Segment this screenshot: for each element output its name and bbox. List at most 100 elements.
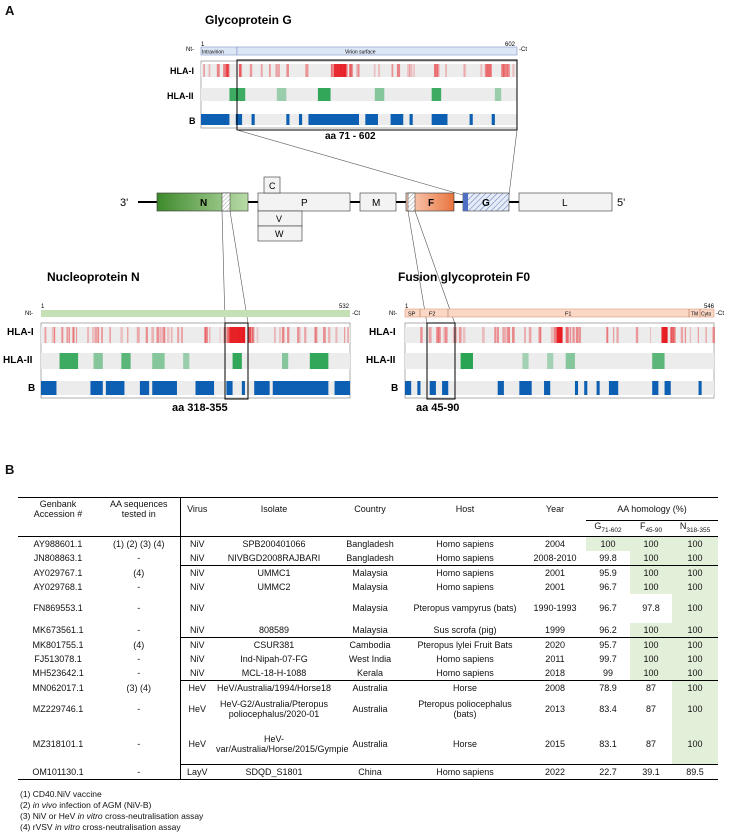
cell-country: Bangladesh <box>346 552 394 563</box>
cell-n: 100 <box>672 723 719 765</box>
hla1-epitope-band <box>463 64 467 77</box>
hla1-epitope-band <box>559 327 563 343</box>
hla1-epitope-band <box>508 327 510 343</box>
hla1-epitope-band <box>68 327 70 343</box>
cell-g: 99 <box>602 667 613 678</box>
hla1-epitope-band <box>612 327 615 343</box>
cell-f: 87 <box>645 704 656 715</box>
cell-virus: HeV <box>179 723 214 765</box>
gene-f-hatched-region <box>407 192 416 212</box>
hla1-epitope-band <box>344 327 346 343</box>
cell-n: 100 <box>672 651 719 666</box>
cell-country: Malaysia <box>352 581 388 592</box>
hla1-epitope-band <box>396 64 401 77</box>
hla1-epitope-band <box>282 327 285 343</box>
glyco-title: Glycoprotein G <box>205 13 292 27</box>
hla1-epitope-band <box>444 327 448 343</box>
hla1-epitope-band <box>616 327 619 343</box>
cell-f: 100 <box>630 579 672 594</box>
hla1-epitope-band <box>239 64 242 77</box>
hla1-epitope-band <box>159 327 162 343</box>
cell-n: 100 <box>672 679 719 695</box>
glyco-region-box <box>236 59 518 131</box>
hla1-epitope-band <box>238 64 243 77</box>
cell-acc: MK801755.1 <box>32 639 84 650</box>
cell-n: 100 <box>672 550 719 566</box>
cell-year: 2008 <box>524 679 586 695</box>
hla1-epitope-band <box>501 64 508 77</box>
gene-c-label: C <box>269 181 276 191</box>
hla1-epitope-band <box>485 64 492 77</box>
bcell-epitope-band <box>429 381 436 395</box>
footnote-1: (1) CD40.NiV vaccine <box>20 789 102 799</box>
hla1-epitope-band <box>250 327 254 343</box>
hla1-epitope-band <box>508 327 510 343</box>
hla1-epitope-band <box>436 327 439 343</box>
hla1-epitope-band <box>225 64 229 77</box>
cell-isolate <box>214 594 334 623</box>
hla1-epitope-band <box>459 327 461 343</box>
gene-v-label: V <box>276 214 282 224</box>
gene-n-label: N <box>200 198 207 209</box>
hla1-epitope-band <box>462 327 466 343</box>
nucleo-domain-bar <box>41 310 350 317</box>
cell-tested: - <box>137 581 141 592</box>
hla1-epitope-band <box>161 327 165 343</box>
hla1-epitope-band <box>672 327 675 343</box>
cell-f: 100 <box>630 564 672 580</box>
bcell-epitope-band <box>365 114 378 125</box>
cell-g: 96.7 <box>599 581 617 592</box>
hla2-epitope-band <box>431 88 442 101</box>
hla1-epitope-band <box>314 327 318 343</box>
hla1-epitope-band <box>333 64 347 77</box>
hla2-epitope-band <box>652 353 665 369</box>
hla1-epitope-band <box>249 64 253 77</box>
hla1-epitope-band <box>226 64 228 77</box>
track-background <box>41 353 350 369</box>
cell-country: China <box>334 763 406 780</box>
hla1-epitope-band <box>673 327 676 343</box>
hla1-epitope-band <box>553 327 556 343</box>
glyco-region-label: aa 71 - 602 <box>325 131 376 142</box>
cell-tested: - <box>98 764 180 780</box>
panel-b-letter: B <box>5 462 15 477</box>
hla1-epitope-band <box>101 327 103 343</box>
glyco-zoom-line-right <box>508 129 518 196</box>
hla1-epitope-band <box>556 327 563 343</box>
hla1-epitope-band <box>507 64 510 77</box>
hla1-epitope-band <box>349 64 353 77</box>
cell-tested: - <box>137 625 141 636</box>
hla1-epitope-band <box>282 327 284 343</box>
cell-year: 2011 <box>545 653 565 664</box>
hla1-epitope-band <box>705 327 708 343</box>
fusion-title: Fusion glycoprotein F0 <box>398 270 530 284</box>
cell-year: 2013 <box>544 704 566 715</box>
hla1-epitope-band <box>504 327 506 343</box>
bcell-epitope-band <box>608 381 619 395</box>
hla1-epitope-band <box>347 327 349 343</box>
cell-year: 2020 <box>524 636 586 652</box>
cell-year: 2001 <box>544 581 566 592</box>
bcell-epitope-band <box>139 381 150 395</box>
hla2-epitope-band <box>282 353 289 369</box>
hla1-epitope-band <box>502 64 505 77</box>
hla1-epitope-band <box>407 64 409 77</box>
hla1-epitope-band <box>343 64 346 77</box>
hla1-epitope-band <box>242 327 245 343</box>
hla1-epitope-band <box>203 64 205 77</box>
fusion-hla1-label: HLA-I <box>369 327 396 338</box>
hla1-epitope-band <box>437 64 440 77</box>
hla1-epitope-band <box>229 327 245 343</box>
glyco-surface-label: Virion surface <box>345 50 376 56</box>
bcell-epitope-band <box>390 114 404 125</box>
cell-acc: MZ229746.1 <box>32 704 84 715</box>
fusion-domain-f2: F2 <box>429 312 435 318</box>
hla1-epitope-band <box>51 327 55 343</box>
cell-tested: (1) (2) (3) (4) <box>113 538 165 549</box>
cell-acc: MH523642.1 <box>32 668 84 679</box>
nucleo-zoom-line-right <box>229 210 249 324</box>
bcell-epitope-band <box>574 381 579 395</box>
hla1-epitope-band <box>512 327 515 343</box>
